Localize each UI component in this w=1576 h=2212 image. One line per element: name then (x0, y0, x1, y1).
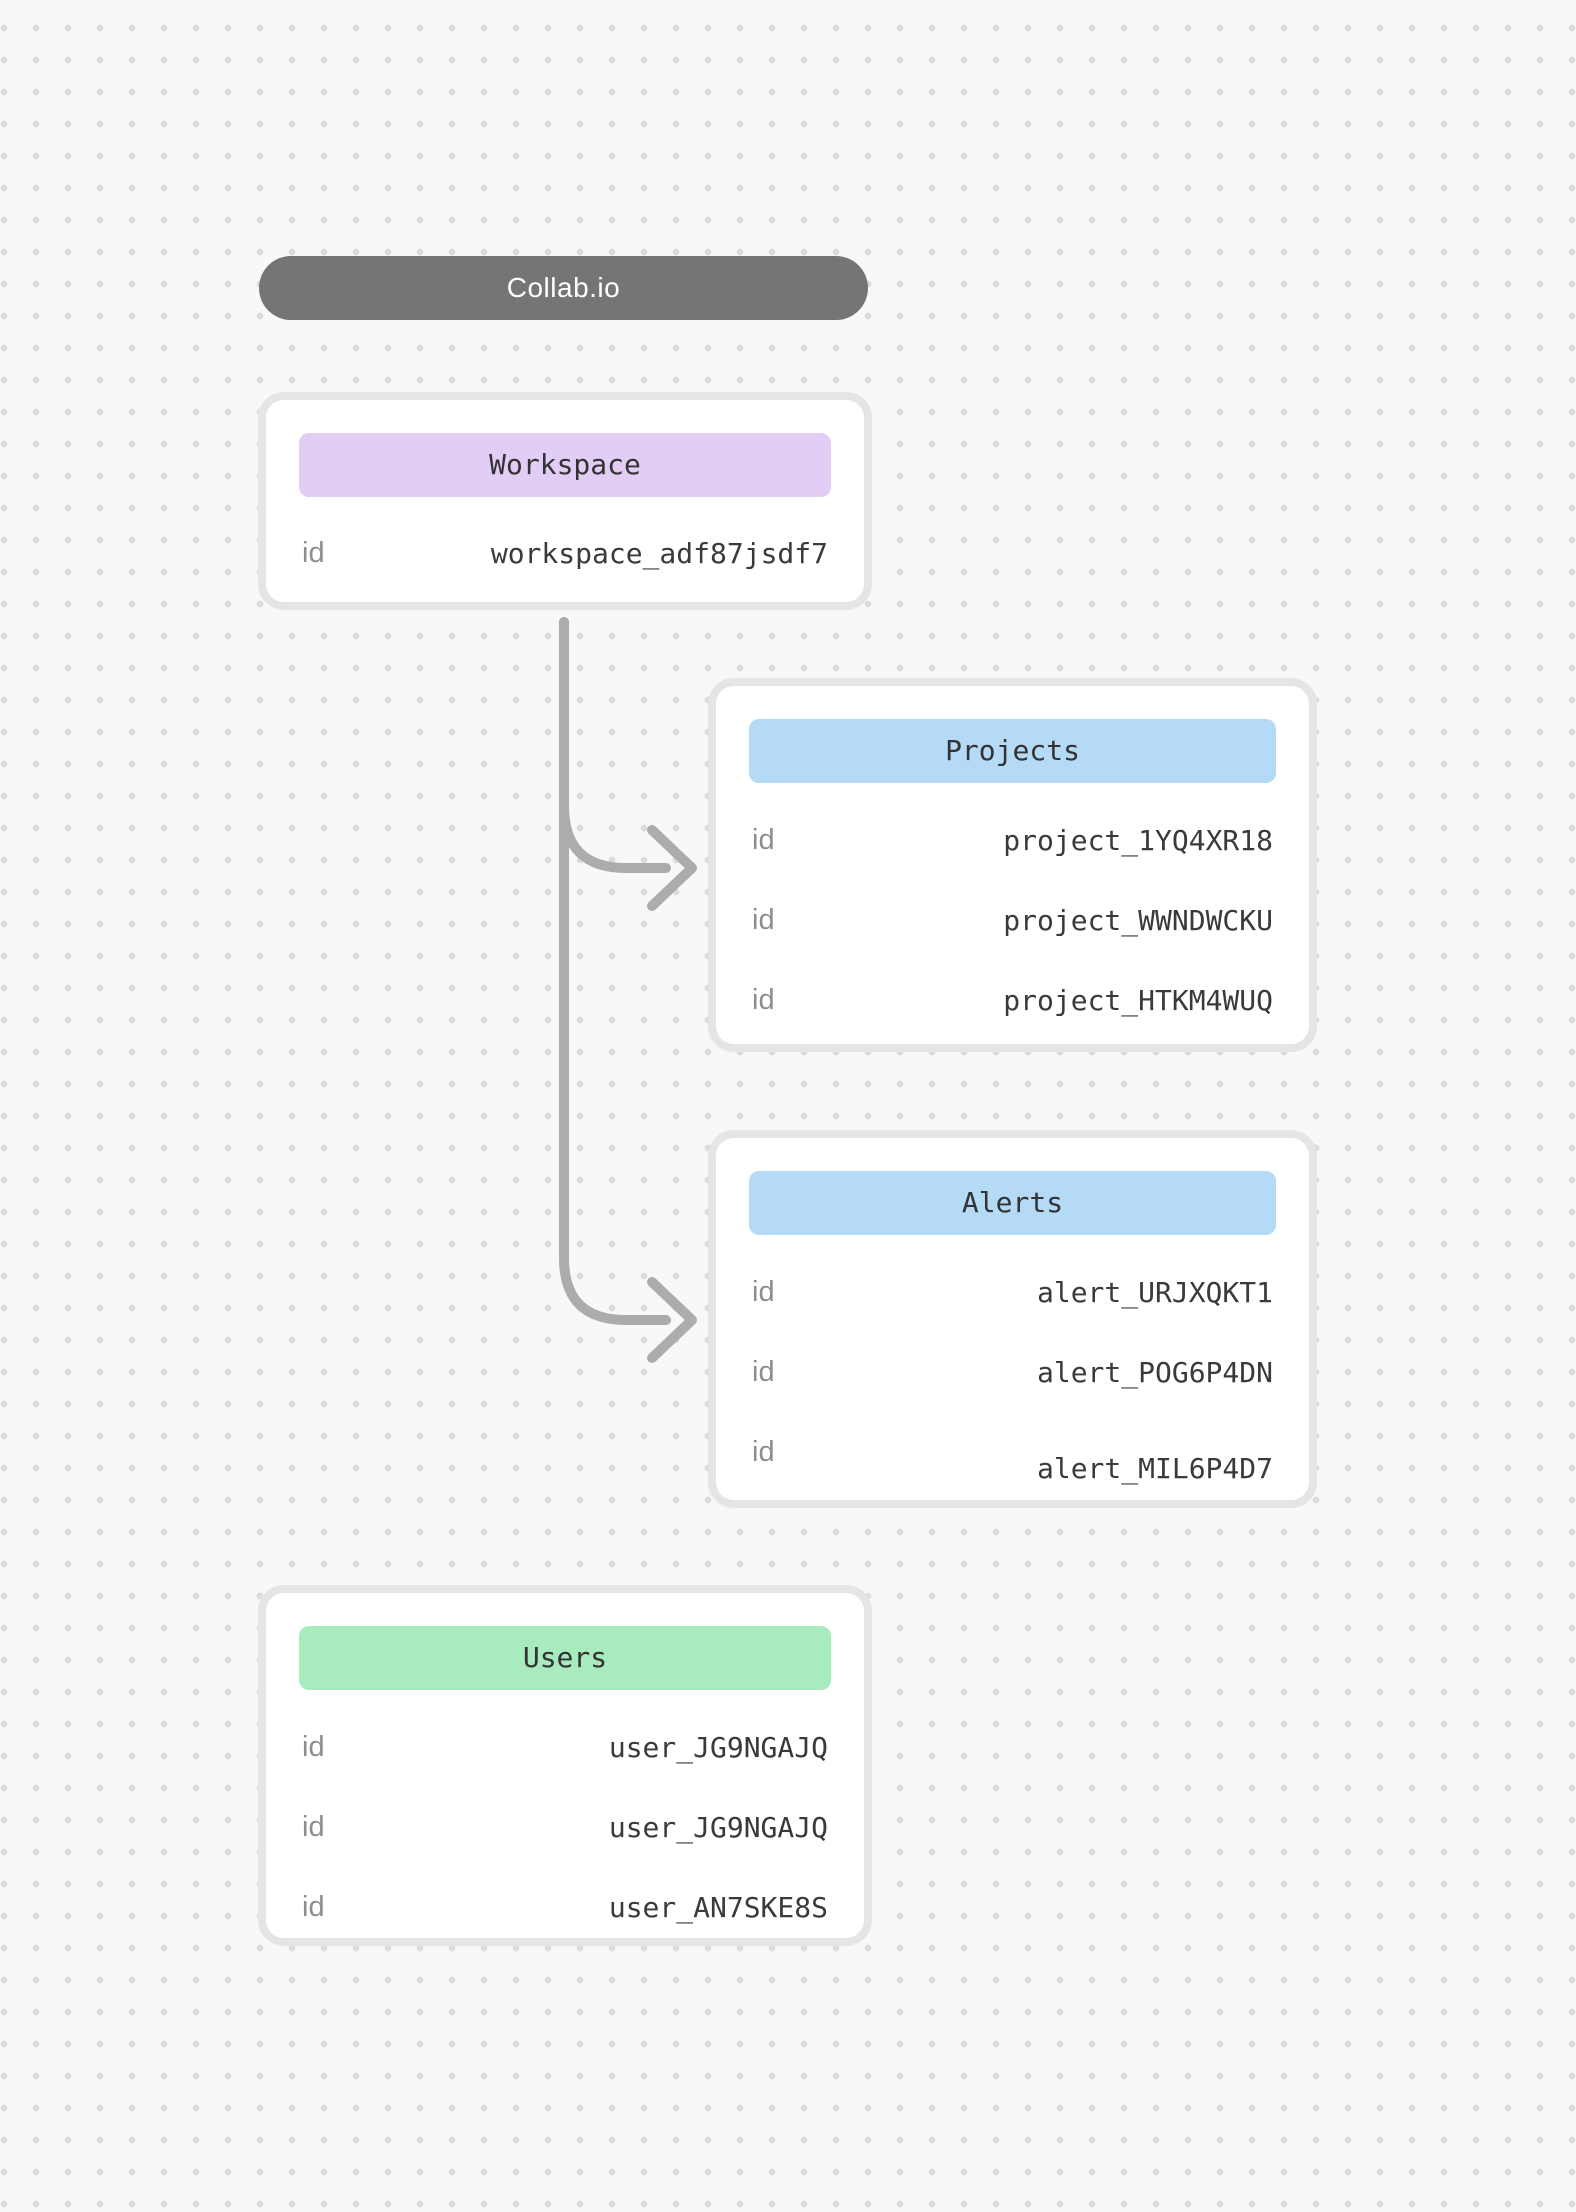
field-row: id project_1YQ4XR18 (752, 823, 1273, 857)
workspace-title-pill[interactable]: Collab.io (259, 256, 868, 320)
connector-workspace-projects (559, 617, 671, 873)
entity-header-users: Users (299, 1626, 831, 1690)
connector-workspace-alerts (559, 617, 671, 1325)
connector-workspace-alerts-arrowhead (647, 1277, 697, 1363)
field-label: id (752, 1355, 775, 1388)
field-label: id (752, 823, 775, 856)
field-row: id user_AN7SKE8S (302, 1890, 828, 1924)
field-value: project_HTKM4WUQ (1003, 983, 1273, 1017)
field-row: id user_JG9NGAJQ (302, 1810, 828, 1844)
field-row: id alert_POG6P4DN (752, 1355, 1273, 1389)
entity-header-alerts: Alerts (749, 1171, 1276, 1235)
entity-node-workspace[interactable]: Workspace id workspace_adf87jsdf7 (258, 392, 872, 610)
entity-node-users[interactable]: Users id user_JG9NGAJQ id user_JG9NGAJQ … (258, 1585, 872, 1946)
field-row: id alert_URJXQKT1 (752, 1275, 1273, 1309)
field-row: id project_WWNDWCKU (752, 903, 1273, 937)
field-label: id (302, 1810, 325, 1843)
field-value: alert_POG6P4DN (1036, 1355, 1273, 1389)
field-label: id (752, 1275, 775, 1308)
field-value: alert_MIL6P4D7 (1036, 1451, 1273, 1485)
field-label: id (302, 1730, 325, 1763)
field-value: project_WWNDWCKU (1003, 903, 1273, 937)
field-label: id (302, 1890, 325, 1923)
field-label: id (752, 1435, 775, 1468)
field-label: id (302, 536, 325, 569)
field-row: id alert_MIL6P4D7 (752, 1435, 1273, 1485)
field-label: id (752, 983, 775, 1016)
entity-header-projects: Projects (749, 719, 1276, 783)
connector-workspace-projects-arrowhead (647, 825, 697, 911)
field-label: id (752, 903, 775, 936)
field-value: alert_URJXQKT1 (1036, 1275, 1273, 1309)
field-value: user_JG9NGAJQ (608, 1730, 828, 1764)
field-value: user_JG9NGAJQ (608, 1810, 828, 1844)
field-row: id user_JG9NGAJQ (302, 1730, 828, 1764)
entity-node-alerts[interactable]: Alerts id alert_URJXQKT1 id alert_POG6P4… (708, 1130, 1317, 1508)
field-row: id workspace_adf87jsdf7 (302, 536, 828, 570)
field-value: user_AN7SKE8S (608, 1890, 828, 1924)
entity-header-workspace: Workspace (299, 433, 831, 497)
field-value: workspace_adf87jsdf7 (490, 536, 828, 570)
field-row: id project_HTKM4WUQ (752, 983, 1273, 1017)
entity-node-projects[interactable]: Projects id project_1YQ4XR18 id project_… (708, 678, 1317, 1052)
field-value: project_1YQ4XR18 (1003, 823, 1273, 857)
